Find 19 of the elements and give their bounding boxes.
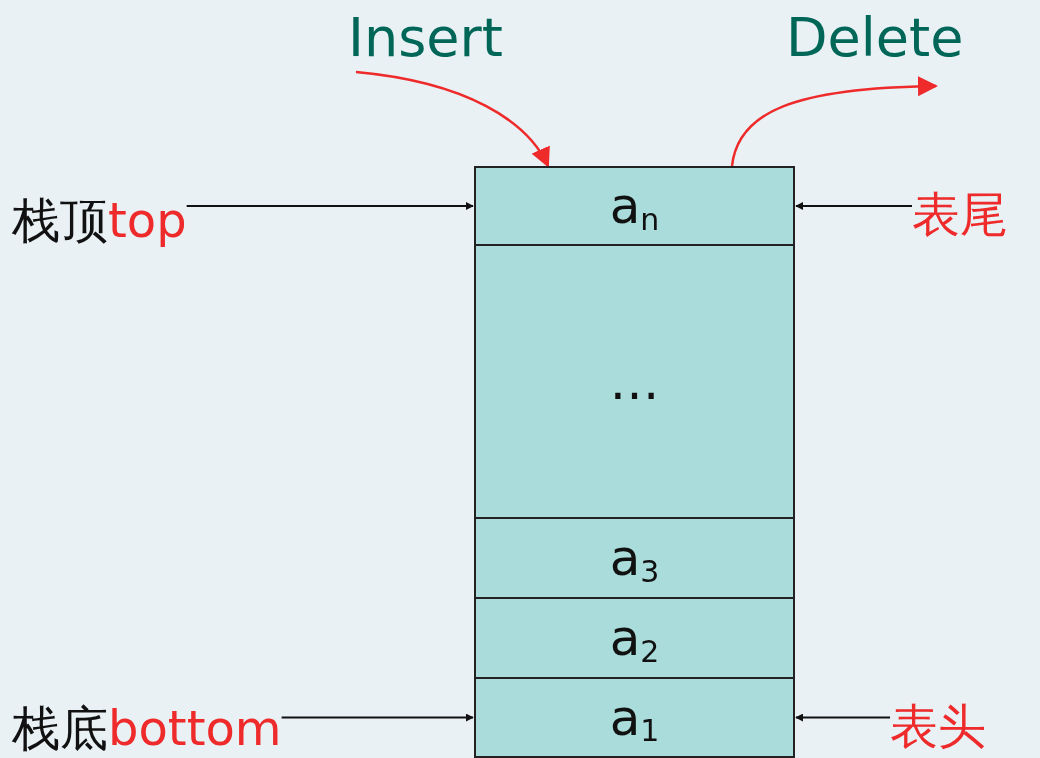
stack-cell: a$_{3}$	[474, 517, 795, 599]
pointer-label: top	[108, 192, 187, 248]
stack-cell: a$_{1}$	[474, 677, 795, 758]
pointer-label: 栈顶	[12, 192, 108, 248]
operation-label: Insert	[348, 8, 548, 72]
arrow	[795, 713, 891, 722]
curved-arrow	[730, 76, 938, 167]
pointer-label: 表尾	[912, 186, 1008, 242]
stack-cell: a$_{2}$	[474, 597, 795, 679]
pointer-label: 表头	[890, 698, 986, 754]
arrow	[795, 202, 913, 210]
arrow	[185, 202, 474, 210]
curved-arrow	[355, 70, 550, 168]
pointer-label: 栈底	[12, 700, 108, 756]
stack-cell: …	[474, 244, 795, 519]
operation-label: Delete	[786, 8, 996, 72]
arrow	[280, 713, 474, 722]
pointer-label: bottom	[108, 700, 282, 756]
stack-cell: a$_{n}$	[474, 166, 795, 246]
